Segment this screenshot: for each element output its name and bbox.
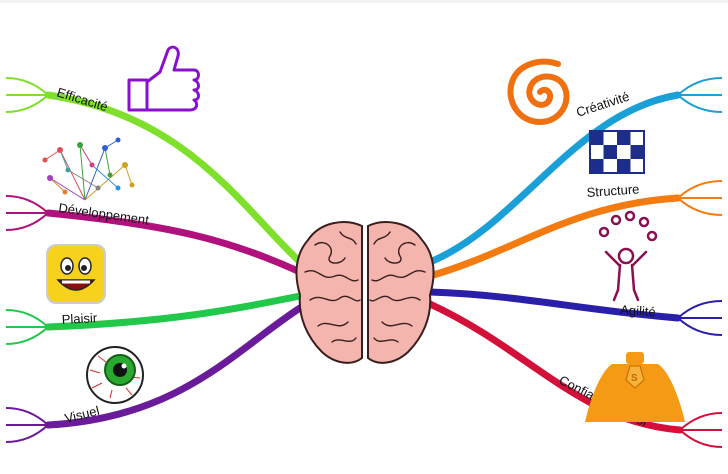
smiley-icon: [46, 244, 106, 304]
branch-developpement-label: Développement: [58, 200, 151, 228]
branch-confiance-fork: [679, 412, 723, 448]
branch-structure-label: Structure: [586, 181, 640, 200]
branch-creativite[interactable]: Créativité: [426, 77, 723, 266]
superhero-cape-icon: S: [585, 352, 685, 422]
branch-efficacite[interactable]: Efficacité: [5, 77, 304, 266]
branch-confiance[interactable]: Confiance en soi: [426, 300, 723, 448]
branch-structure[interactable]: Structure: [426, 180, 723, 280]
brain-icon: [295, 221, 435, 364]
grid-icon: [589, 130, 645, 174]
top-edge: [0, 0, 728, 3]
branch-plaisir-line: [44, 292, 304, 331]
branch-plaisir-fork: [5, 309, 49, 345]
branch-visuel[interactable]: Visuel: [5, 304, 304, 443]
branch-structure-line: [426, 194, 682, 280]
branch-creativite-fork: [677, 77, 723, 113]
branch-efficacite-line: [44, 91, 304, 266]
branch-agilite-label: Agilité: [620, 302, 656, 319]
branch-efficacite-fork: [5, 77, 49, 113]
branch-confiance-line: [426, 300, 684, 434]
branch-agilite-fork: [677, 300, 723, 336]
branch-structure-fork: [677, 180, 723, 216]
branch-agilite[interactable]: Agilité: [426, 288, 723, 336]
network-tree-icon: [42, 137, 135, 201]
branch-developpement-fork: [5, 195, 49, 231]
juggler-icon: [598, 210, 658, 302]
eye-icon: [86, 346, 144, 404]
branch-creativite-line: [426, 91, 682, 266]
branch-plaisir-label: Plaisir: [61, 310, 98, 327]
branch-visuel-line: [44, 304, 304, 429]
branch-visuel-fork: [5, 407, 49, 443]
spiral-icon: [507, 58, 570, 126]
branch-developpement-line: [44, 209, 304, 276]
svg-text:S: S: [631, 373, 638, 384]
branch-agilite-line: [426, 288, 682, 322]
thumbs-up-icon: [127, 45, 200, 112]
branch-plaisir[interactable]: Plaisir: [5, 292, 304, 345]
branch-efficacite-label: Efficacité: [55, 85, 110, 115]
